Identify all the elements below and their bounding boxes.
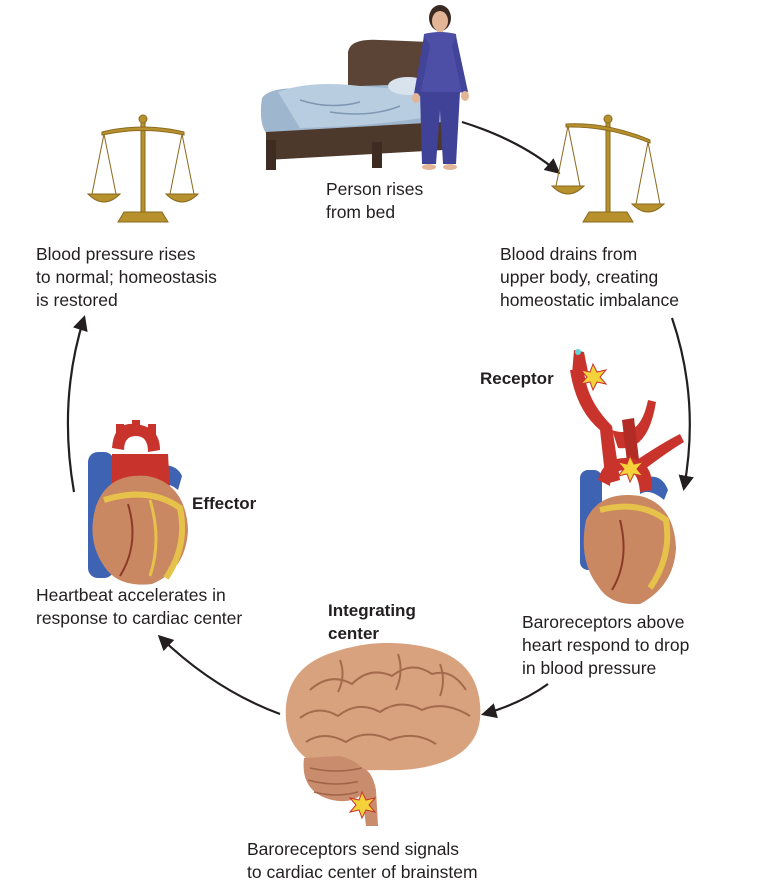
caption-heartbeat-accelerates: Heartbeat accelerates in response to car… [36, 585, 243, 628]
label-integrating-center: Integrating center [328, 601, 416, 643]
label-effector: Effector [192, 494, 257, 513]
arrow-effector-to-restored [66, 315, 88, 493]
caption-signals-brainstem: Baroreceptors send signals to cardiac ce… [247, 839, 478, 882]
arrow-receptor-to-brain [481, 683, 549, 719]
arrow-person-to-imbalance [461, 120, 561, 174]
label-receptor: Receptor [480, 369, 554, 388]
arrow-imbalance-to-receptor [670, 317, 694, 492]
arrow-brain-to-effector [157, 634, 281, 716]
caption-blood-drains: Blood drains from upper body, creating h… [500, 244, 679, 310]
caption-pressure-restored: Blood pressure rises to normal; homeosta… [36, 244, 217, 310]
caption-person-rises: Person rises from bed [326, 179, 424, 222]
caption-baroreceptors-respond: Baroreceptors above heart respond to dro… [522, 612, 690, 678]
